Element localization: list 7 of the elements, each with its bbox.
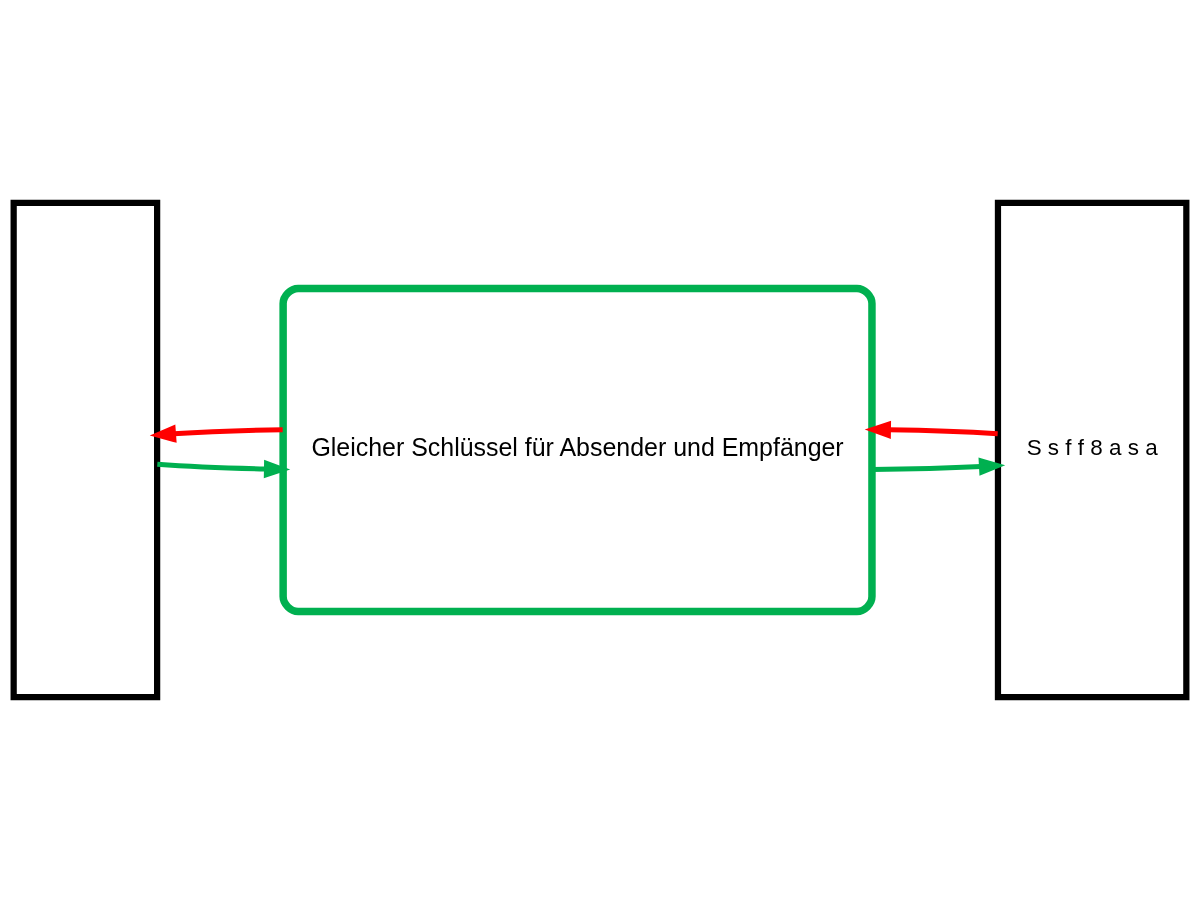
node-box: S s f f 8 a s a bbox=[994, 199, 1190, 701]
arrow bbox=[157, 459, 291, 479]
arrow bbox=[149, 424, 283, 443]
node-box: Gleicher Schlüssel für Absender und Empfänger bbox=[279, 284, 876, 616]
arrow bbox=[872, 457, 1006, 476]
arrow bbox=[864, 420, 998, 440]
node-box bbox=[10, 199, 161, 701]
